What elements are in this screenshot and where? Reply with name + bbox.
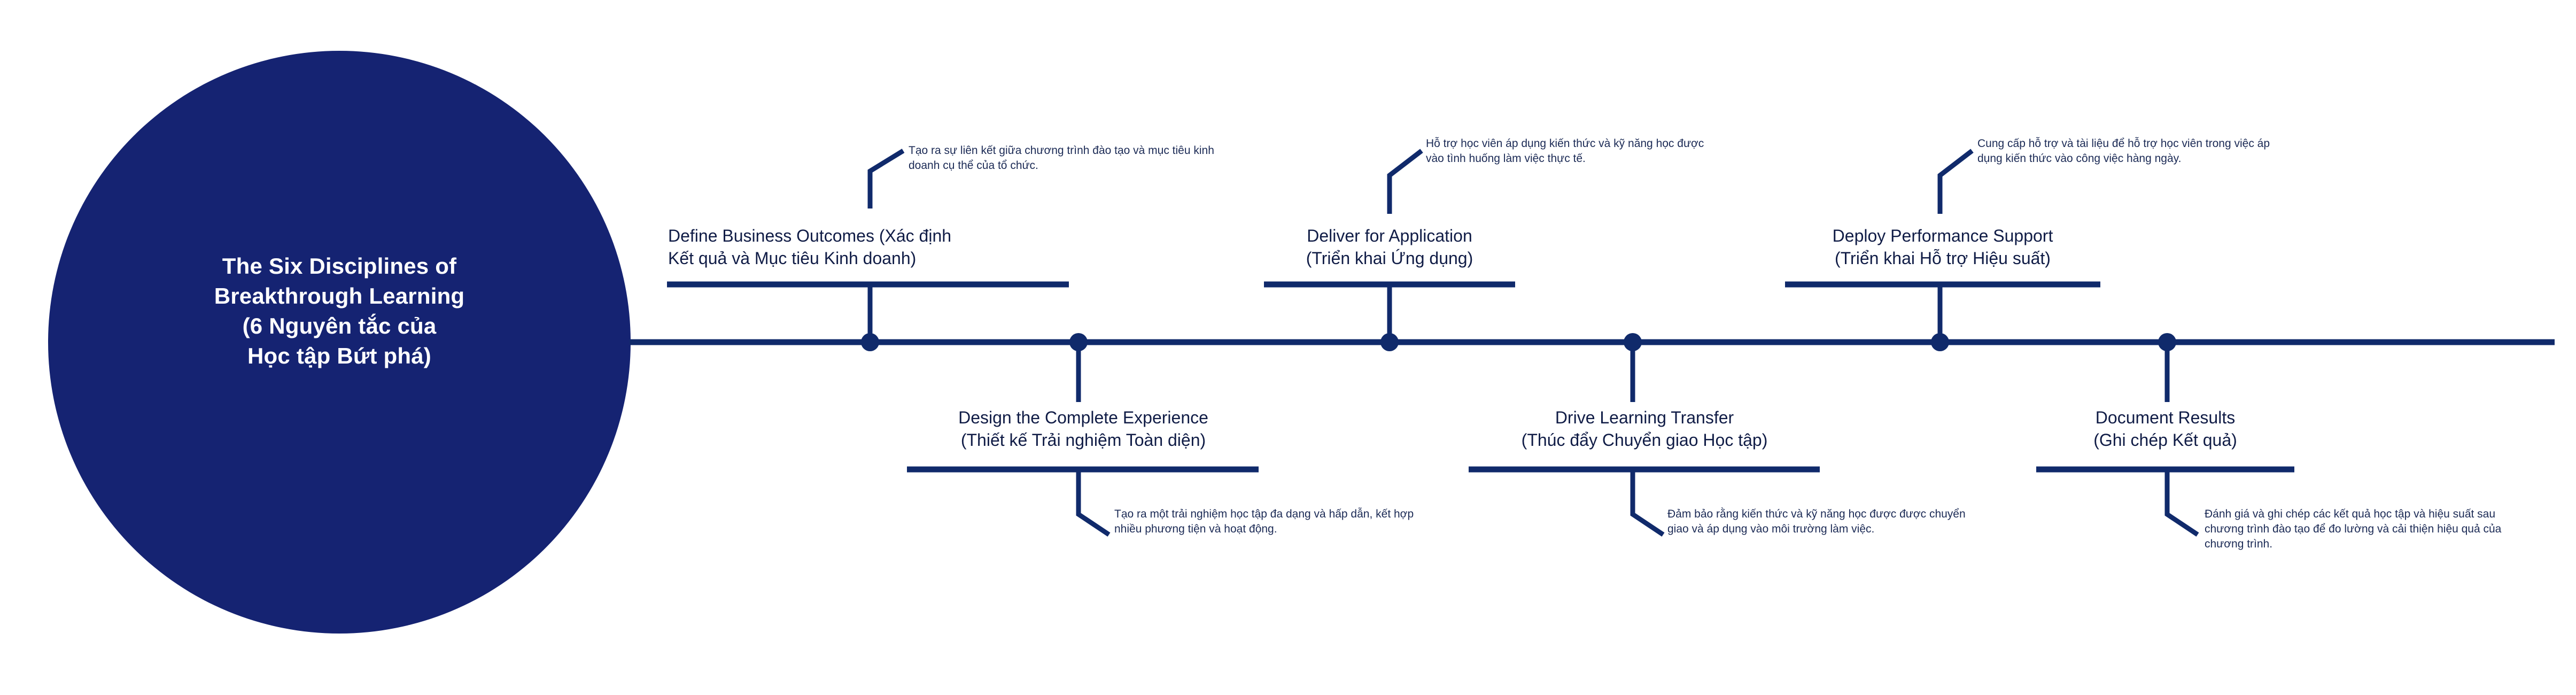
milestone-6-title-en: Document Results — [2095, 408, 2236, 427]
milestone-1-title-en: Define Business Outcomes (Xác định — [668, 226, 952, 245]
milestone-1-title[interactable]: Define Business Outcomes (Xác định Kết q… — [668, 225, 951, 269]
milestone-3-title-en: Deliver for Application — [1307, 226, 1472, 245]
milestone-4-title-en: Drive Learning Transfer — [1555, 408, 1734, 427]
leader-line-4 — [1630, 469, 1665, 537]
milestone-3-title-vi: (Triển khai Ứng dụng) — [1306, 249, 1473, 268]
milestone-6-title[interactable]: Document Results (Ghi chép Kết quả) — [2036, 406, 2294, 451]
milestone-5-title[interactable]: Deploy Performance Support (Triển khai H… — [1785, 225, 2100, 269]
milestone-5-description: Cung cấp hỗ trợ và tài liệu để hỗ trợ họ… — [1977, 137, 2270, 165]
leader-line-2 — [1076, 469, 1111, 537]
milestone-2-title-en: Design the Complete Experience — [958, 408, 1208, 427]
hub-circle — [48, 51, 631, 634]
leader-line-6 — [2164, 469, 2199, 537]
milestone-6-title-vi: (Ghi chép Kết quả) — [2093, 430, 2237, 450]
milestone-6-description: Đánh giá và ghi chép các kết quả học tập… — [2205, 508, 2502, 550]
milestone-4-description: Đảm bảo rằng kiến thức và kỹ năng học đư… — [1667, 508, 1966, 535]
milestone-1-description: Tạo ra sự liên kết giữa chương trình đào… — [909, 144, 1214, 172]
milestone-4-title-vi: (Thúc đẩy Chuyển giao Học tập) — [1521, 430, 1768, 450]
milestone-2-title[interactable]: Design the Complete Experience (Thiết kế… — [907, 406, 1260, 451]
milestone-2-description: Tạo ra một trải nghiệm học tập đa dạng v… — [1114, 508, 1414, 535]
leader-line-5 — [1937, 149, 1974, 214]
milestone-5-title-en: Deploy Performance Support — [1832, 226, 2053, 245]
milestone-2-title-vi: (Thiết kế Trải nghiệm Toàn diện) — [960, 430, 1206, 450]
milestone-3-title[interactable]: Deliver for Application (Triển khai Ứng … — [1264, 225, 1515, 269]
milestone-3-description: Hỗ trợ học viên áp dụng kiến thức và kỹ … — [1426, 137, 1704, 165]
leader-line-1 — [867, 149, 905, 208]
milestone-1-title-vi: Kết quả và Mục tiêu Kinh doanh) — [668, 249, 917, 268]
leader-line-3 — [1387, 149, 1423, 214]
milestone-5-title-vi: (Triển khai Hỗ trợ Hiệu suất) — [1835, 249, 2051, 268]
milestone-4-title[interactable]: Drive Learning Transfer (Thúc đẩy Chuyển… — [1469, 406, 1820, 451]
